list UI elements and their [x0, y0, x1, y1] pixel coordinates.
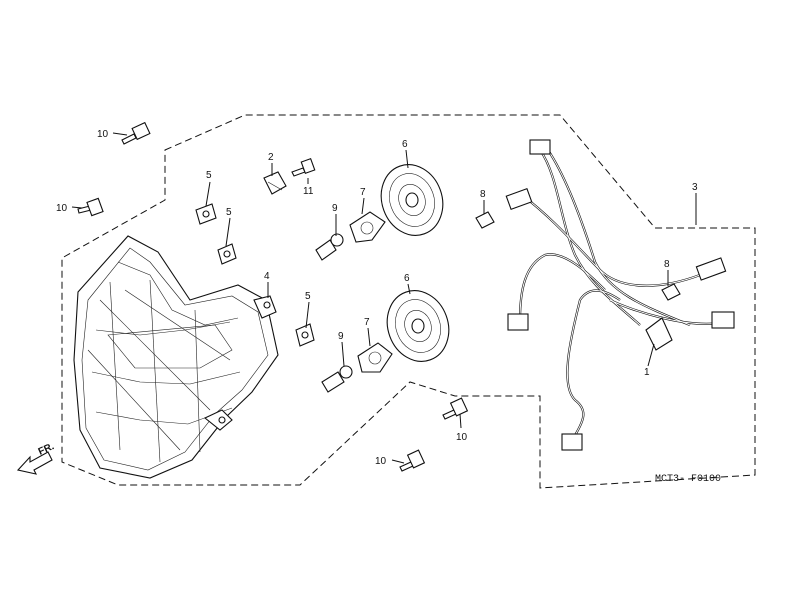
- callout-10: 10: [456, 432, 468, 443]
- callout-6: 6: [404, 273, 410, 284]
- connector-right: [711, 311, 735, 329]
- callout-10: 10: [375, 456, 387, 467]
- diagram-code: MCT3- F0100: [655, 474, 721, 485]
- callout-4: 4: [264, 271, 270, 282]
- callout-7: 7: [360, 187, 366, 198]
- bulb-9-lower: [321, 365, 353, 393]
- cover-6-lower: [386, 290, 450, 362]
- callout-3: 3: [692, 182, 698, 193]
- callout-1: 1: [644, 367, 650, 378]
- front-label: FR.: [37, 441, 56, 458]
- assembly-boundary: [61, 114, 756, 489]
- bolt-10-top: [121, 121, 151, 145]
- callout-9: 9: [332, 203, 338, 214]
- cover-6-upper: [380, 164, 444, 236]
- clip-5c: [295, 323, 315, 347]
- callout-9: 9: [338, 331, 344, 342]
- wire-harness: [505, 139, 735, 451]
- clamp-2: [263, 171, 287, 195]
- bolt-10-mid: [442, 397, 469, 420]
- connector-top: [529, 139, 551, 155]
- bulb-8-lower: [661, 283, 681, 301]
- clip-5b: [217, 243, 237, 265]
- socket-7-lower: [357, 342, 393, 373]
- harness-boot: [645, 317, 673, 351]
- headlight-assembly: [73, 235, 279, 479]
- front-direction-arrow: FR.: [16, 441, 56, 475]
- socket-7-upper: [349, 211, 386, 243]
- callout-5: 5: [305, 291, 311, 302]
- callout-10: 10: [56, 203, 68, 214]
- callout-7: 7: [364, 317, 370, 328]
- bulb-8-upper: [475, 211, 495, 229]
- callout-5: 5: [206, 170, 212, 181]
- callout-6: 6: [402, 139, 408, 150]
- socket-right: [695, 257, 727, 281]
- callout-5: 5: [226, 207, 232, 218]
- callout-10: 10: [97, 129, 109, 140]
- callout-8: 8: [480, 189, 486, 200]
- leader-lines: [71, 132, 697, 464]
- callout-11: 11: [303, 186, 314, 197]
- screw-11: [291, 157, 316, 177]
- clip-5a: [195, 203, 217, 225]
- bolt-10-left: [77, 197, 104, 217]
- socket-top: [505, 187, 533, 211]
- bolt-10-bottom: [399, 449, 426, 472]
- callout-8: 8: [664, 259, 670, 270]
- bulb-9-upper: [315, 233, 344, 261]
- callout-2: 2: [268, 152, 274, 163]
- connector-bottom: [561, 433, 583, 451]
- connector-left: [507, 313, 529, 331]
